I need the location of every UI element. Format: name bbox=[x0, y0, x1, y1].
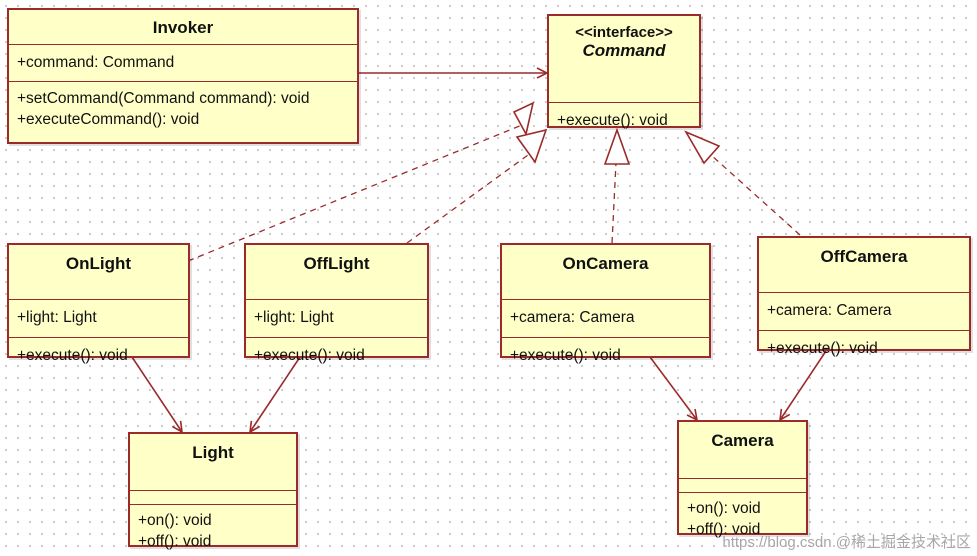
offlight-light-association bbox=[250, 356, 301, 432]
command-operation: +execute(): void bbox=[557, 112, 668, 129]
offcamera-attribute: +camera: Camera bbox=[767, 302, 892, 319]
oncamera-realization-line bbox=[611, 162, 617, 244]
light-operation: +on(): void bbox=[138, 512, 212, 529]
invoker-operations: +setCommand(Command command): void +exec… bbox=[9, 81, 357, 134]
oncamera-class: OnCamera +camera: Camera +execute(): voi… bbox=[500, 243, 711, 364]
onlight-operation: +execute(): void bbox=[17, 347, 128, 364]
oncamera-operation: +execute(): void bbox=[510, 347, 621, 364]
offcamera-class-name: OffCamera bbox=[820, 247, 908, 266]
offcamera-class: OffCamera +camera: Camera +execute(): vo… bbox=[757, 236, 971, 357]
command-stereotype: <<interface>> bbox=[575, 24, 673, 41]
watermark: https://blog.csdn @稀土掘金技术社区 bbox=[722, 534, 971, 551]
invoker-class-name: Invoker bbox=[152, 18, 214, 37]
onlight-attribute: +light: Light bbox=[17, 309, 97, 326]
command-header: <<interface>> Command bbox=[549, 16, 699, 102]
oncamera-realization-head bbox=[603, 127, 631, 165]
oncamera-attributes: +camera: Camera bbox=[502, 299, 709, 337]
camera-class-name: Camera bbox=[711, 431, 774, 450]
light-class-name: Light bbox=[192, 443, 234, 462]
offcamera-attributes: +camera: Camera bbox=[759, 292, 969, 330]
offlight-operations: +execute(): void bbox=[246, 337, 427, 370]
oncamera-class-name: OnCamera bbox=[562, 254, 649, 273]
offlight-attribute: +light: Light bbox=[254, 309, 334, 326]
camera-operations: +on(): void +off(): void bbox=[679, 492, 806, 544]
invoker-attribute: +command: Command bbox=[17, 54, 175, 71]
offcamera-realization-head bbox=[684, 130, 721, 165]
offlight-class-name: OffLight bbox=[303, 254, 370, 273]
offlight-class: OffLight +light: Light +execute(): void bbox=[244, 243, 429, 364]
onlight-class: OnLight +light: Light +execute(): void bbox=[7, 243, 190, 364]
offlight-realization-head bbox=[515, 128, 548, 164]
onlight-operations: +execute(): void bbox=[9, 337, 188, 370]
invoker-attributes: +command: Command bbox=[9, 44, 357, 81]
invoker-operation: +executeCommand(): void bbox=[17, 111, 200, 128]
invoker-class: Invoker +command: Command +setCommand(Co… bbox=[7, 8, 359, 144]
onlight-realization-head bbox=[512, 101, 535, 137]
camera-class: Camera +on(): void +off(): void bbox=[677, 420, 808, 538]
oncamera-attribute: +camera: Camera bbox=[510, 309, 635, 326]
onlight-attributes: +light: Light bbox=[9, 299, 188, 337]
command-interface-name: Command bbox=[582, 41, 666, 60]
oncamera-camera-association bbox=[649, 356, 697, 420]
camera-attributes bbox=[679, 478, 806, 492]
offlight-realization-line bbox=[406, 154, 529, 244]
onlight-light-association bbox=[131, 356, 182, 432]
offlight-operation: +execute(): void bbox=[254, 347, 365, 364]
light-class: Light +on(): void +off(): void bbox=[128, 432, 298, 550]
offcamera-operation: +execute(): void bbox=[767, 340, 878, 357]
offcamera-operations: +execute(): void bbox=[759, 330, 969, 363]
command-interface: <<interface>> Command +execute(): void bbox=[547, 14, 701, 129]
light-operations: +on(): void +off(): void bbox=[130, 504, 296, 556]
onlight-realization-line bbox=[187, 124, 523, 262]
offcamera-realization-line bbox=[710, 154, 801, 236]
invoker-operation: +setCommand(Command command): void bbox=[17, 90, 310, 107]
oncamera-operations: +execute(): void bbox=[502, 337, 709, 370]
offlight-attributes: +light: Light bbox=[246, 299, 427, 337]
camera-operation: +off(): void bbox=[687, 521, 761, 538]
light-operation: +off(): void bbox=[138, 533, 212, 550]
camera-operation: +on(): void bbox=[687, 500, 761, 517]
light-attributes bbox=[130, 490, 296, 504]
onlight-class-name: OnLight bbox=[65, 254, 132, 273]
command-operations: +execute(): void bbox=[549, 102, 699, 135]
offcamera-camera-association bbox=[780, 350, 827, 420]
